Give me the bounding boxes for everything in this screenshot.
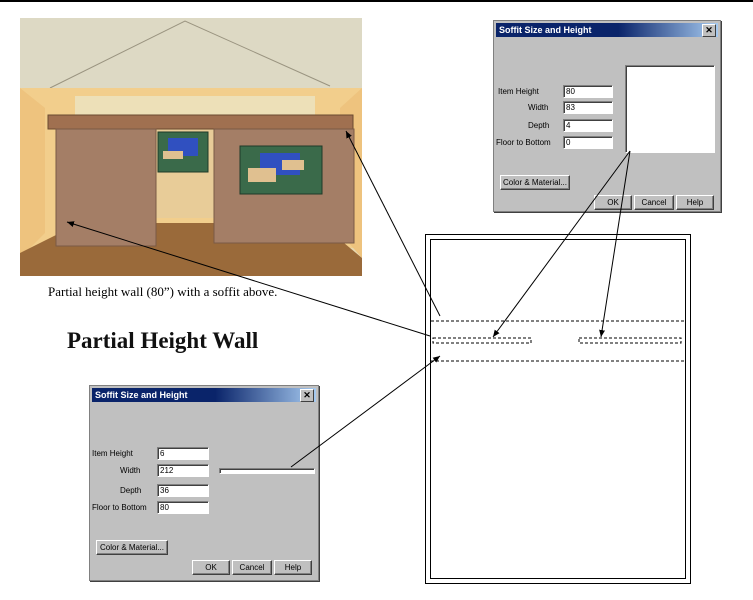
depth-label: Depth: [120, 486, 142, 495]
depth-input[interactable]: 4: [563, 119, 613, 132]
item-height-label: Item Height: [498, 87, 539, 96]
room-illustration: [20, 18, 362, 276]
help-button[interactable]: Help: [676, 195, 714, 210]
item-height-input[interactable]: 80: [563, 85, 613, 98]
top-rule: [0, 0, 753, 2]
arrow-top-dialog-right: [599, 150, 631, 338]
soffit-dialog-bottom: Soffit Size and Height ✕ Item Height 6 W…: [89, 385, 319, 581]
width-label: Width: [120, 466, 141, 475]
close-icon[interactable]: ✕: [702, 24, 716, 37]
dialog-title: Soffit Size and Height: [95, 390, 188, 400]
soffit-preview: [219, 468, 315, 474]
floor-to-bottom-input[interactable]: 0: [563, 136, 613, 149]
plan-outer-border: [425, 234, 691, 584]
plan-inner-border: [430, 239, 686, 579]
arrow-top-dialog-left: [492, 150, 631, 338]
width-input[interactable]: 212: [157, 464, 209, 477]
item-height-label: Item Height: [92, 449, 133, 458]
help-button[interactable]: Help: [274, 560, 312, 575]
arrow-to-room-soffit: [345, 130, 441, 317]
figure-caption: Partial height wall (80”) with a soffit …: [48, 284, 278, 299]
dialog-title-bar: Soffit Size and Height ✕: [92, 388, 316, 402]
floor-to-bottom-input[interactable]: 80: [157, 501, 209, 514]
color-material-button[interactable]: Color & Material...: [96, 540, 168, 555]
depth-label: Depth: [528, 121, 550, 130]
soffit-dialog-top: Soffit Size and Height ✕ Item Height 80 …: [493, 20, 721, 212]
depth-input[interactable]: 36: [157, 484, 209, 497]
cancel-button[interactable]: Cancel: [634, 195, 674, 210]
plan-soffit-right: [578, 337, 682, 344]
ok-button[interactable]: OK: [192, 560, 230, 575]
width-input[interactable]: 83: [563, 101, 613, 114]
color-material-button[interactable]: Color & Material...: [500, 175, 570, 190]
dialog-title: Soffit Size and Height: [499, 25, 592, 35]
item-height-input[interactable]: 6: [157, 447, 209, 460]
width-label: Width: [528, 103, 549, 112]
floor-to-bottom-label: Floor to Bottom: [92, 503, 147, 512]
soffit-preview: [625, 65, 715, 153]
plan-soffit-left: [432, 337, 532, 344]
page-heading: Partial Height Wall: [67, 328, 259, 353]
floor-to-bottom-label: Floor to Bottom: [496, 138, 551, 147]
arrow-to-room-wall: [66, 221, 431, 337]
arrow-bottom-dialog: [290, 355, 441, 468]
close-icon[interactable]: ✕: [300, 389, 314, 402]
cancel-button[interactable]: Cancel: [232, 560, 272, 575]
dialog-title-bar: Soffit Size and Height ✕: [496, 23, 718, 37]
